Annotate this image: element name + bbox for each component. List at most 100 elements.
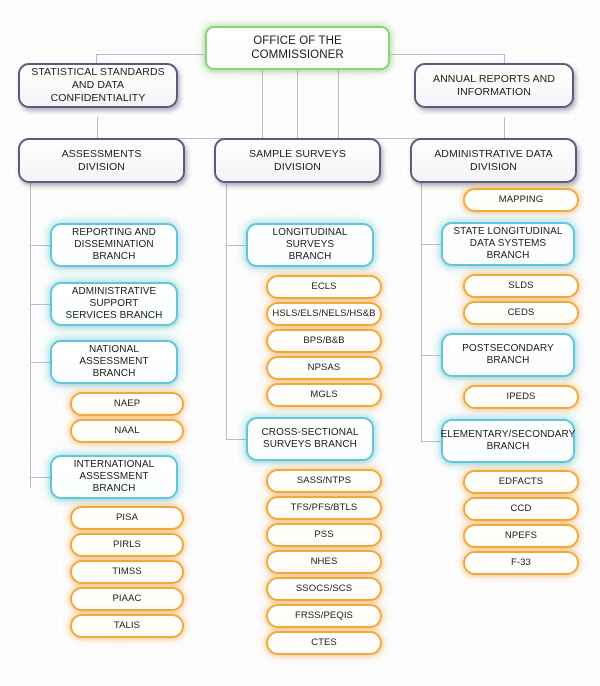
- node-talis[interactable]: TALIS: [70, 614, 184, 638]
- connector-stub-national-assessment: [30, 362, 50, 363]
- node-slds[interactable]: SLDS: [463, 274, 579, 298]
- node-label: CCD: [510, 503, 532, 515]
- node-npsas[interactable]: NPSAS: [266, 356, 382, 380]
- node-label: PIRLS: [113, 539, 141, 551]
- node-label-line2: BRANCH: [92, 368, 136, 380]
- node-npefs[interactable]: NPEFS: [463, 524, 579, 548]
- connector-staff-right-drop: [504, 54, 505, 66]
- node-label: ADMINISTRATIVE DATA DIVISION: [426, 148, 561, 174]
- node-label: INTERNATIONAL ASSESSMENT BRANCH: [52, 459, 176, 496]
- node-label: NAEP: [113, 398, 141, 410]
- node-postsecondary-branch[interactable]: POSTSECONDARY BRANCH: [441, 333, 575, 377]
- node-ipeds[interactable]: IPEDS: [463, 385, 579, 409]
- node-hsls-els-nels-hsb[interactable]: HSLS/ELS/NELS/HS&B: [266, 302, 382, 326]
- node-label-line1: STATISTICAL STANDARDS: [31, 66, 165, 79]
- node-label-line2: SERVICES BRANCH: [65, 310, 163, 322]
- node-label-line1: CROSS-SECTIONAL: [261, 426, 359, 438]
- node-label: PIAAC: [112, 593, 142, 605]
- node-statistical-standards-and-data-confidentiality[interactable]: STATISTICAL STANDARDS AND DATA CONFIDENT…: [18, 63, 178, 108]
- node-label-line2: BRANCH: [288, 251, 332, 263]
- node-label-line2: DIVISION: [78, 160, 125, 173]
- node-national-assessment-branch[interactable]: NATIONAL ASSESSMENT BRANCH: [50, 340, 178, 384]
- node-label-line1: LONGITUDINAL SURVEYS: [272, 226, 348, 250]
- node-label: STATISTICAL STANDARDS AND DATA CONFIDENT…: [20, 66, 176, 104]
- node-label: ELEMENTARY/SECONDARY BRANCH: [433, 429, 584, 453]
- node-cross-sectional-surveys-branch[interactable]: CROSS-SECTIONAL SURVEYS BRANCH: [246, 417, 374, 461]
- node-mapping[interactable]: MAPPING: [463, 188, 579, 212]
- node-tfs-pfs-btls[interactable]: TFS/PFS/BTLS: [266, 496, 382, 520]
- node-ssocs-scs[interactable]: SSOCS/SCS: [266, 577, 382, 601]
- node-label: SASS/NTPS: [296, 475, 352, 487]
- connector-stub-slds-branch: [421, 244, 441, 245]
- node-label-line1: NATIONAL ASSESSMENT: [79, 343, 149, 367]
- node-f-33[interactable]: F-33: [463, 551, 579, 575]
- node-label: SSOCS/SCS: [295, 583, 353, 595]
- node-label: NAAL: [114, 425, 140, 437]
- node-ccd[interactable]: CCD: [463, 497, 579, 521]
- node-annual-reports-and-information[interactable]: ANNUAL REPORTS AND INFORMATION: [414, 63, 574, 108]
- node-label: STATE LONGITUDINAL DATA SYSTEMS BRANCH: [443, 226, 573, 263]
- node-label: OFFICE OF THE COMMISSIONER: [251, 34, 344, 61]
- node-label: HSLS/ELS/NELS/HS&B: [272, 308, 376, 320]
- node-pss[interactable]: PSS: [266, 523, 382, 547]
- node-nhes[interactable]: NHES: [266, 550, 382, 574]
- connector-stub-international-assessment: [30, 477, 50, 478]
- node-ctes[interactable]: CTES: [266, 631, 382, 655]
- node-reporting-and-dissemination-branch[interactable]: REPORTING AND DISSEMINATION BRANCH: [50, 223, 178, 267]
- connector-division-bus-left: [97, 138, 263, 139]
- node-label: IPEDS: [506, 391, 536, 403]
- node-label: MAPPING: [498, 194, 544, 206]
- node-label-line2: DISSEMINATION BRANCH: [74, 238, 154, 263]
- node-label: TIMSS: [112, 566, 142, 578]
- node-label: F-33: [511, 557, 531, 569]
- node-administrative-support-services-branch[interactable]: ADMINISTRATIVE SUPPORT SERVICES BRANCH: [50, 282, 178, 326]
- node-mgls[interactable]: MGLS: [266, 383, 382, 407]
- node-label: CTES: [311, 637, 337, 649]
- node-label: CROSS-SECTIONAL SURVEYS BRANCH: [253, 427, 366, 451]
- node-assessments-division[interactable]: ASSESSMENTS DIVISION: [18, 138, 185, 183]
- node-label: ECLS: [311, 281, 337, 293]
- connector-commissioner-drop-left: [262, 70, 263, 138]
- connector-division-left-drop: [97, 117, 98, 139]
- node-administrative-data-division[interactable]: ADMINISTRATIVE DATA DIVISION: [410, 138, 577, 183]
- node-naep[interactable]: NAEP: [70, 392, 184, 416]
- node-label-line2: INFORMATION: [457, 85, 531, 98]
- node-elementary-secondary-branch[interactable]: ELEMENTARY/SECONDARY BRANCH: [441, 419, 575, 463]
- node-edfacts[interactable]: EDFACTS: [463, 470, 579, 494]
- node-label-line1: REPORTING AND: [72, 226, 156, 238]
- node-label-line1: ASSESSMENTS: [61, 147, 142, 160]
- node-naal[interactable]: NAAL: [70, 419, 184, 443]
- node-pirls[interactable]: PIRLS: [70, 533, 184, 557]
- node-ecls[interactable]: ECLS: [266, 275, 382, 299]
- node-label-line1: ANNUAL REPORTS AND: [433, 72, 555, 85]
- node-state-longitudinal-data-systems-branch[interactable]: STATE LONGITUDINAL DATA SYSTEMS BRANCH: [441, 222, 575, 266]
- connector-stub-admin-support: [30, 304, 50, 305]
- node-label: FRSS/PEQIS: [294, 610, 353, 622]
- node-label: NHES: [310, 556, 338, 568]
- node-frss-peqis[interactable]: FRSS/PEQIS: [266, 604, 382, 628]
- connector-stub-elementary-secondary: [421, 441, 441, 442]
- connector-spine-sample-surveys: [226, 182, 227, 440]
- node-label: SAMPLE SURVEYS DIVISION: [241, 148, 354, 174]
- node-label-line1: POSTSECONDARY BRANCH: [462, 342, 554, 366]
- connector-commissioner-drop-center: [297, 70, 298, 138]
- node-label-line2: DIVISION: [274, 160, 321, 173]
- node-office-of-the-commissioner[interactable]: OFFICE OF THE COMMISSIONER: [205, 26, 390, 70]
- node-sample-surveys-division[interactable]: SAMPLE SURVEYS DIVISION: [214, 138, 381, 183]
- node-piaac[interactable]: PIAAC: [70, 587, 184, 611]
- node-label: MGLS: [310, 389, 338, 401]
- node-label-line2: ASSESSMENT BRANCH: [79, 470, 149, 495]
- node-label-line2: DATA SYSTEMS BRANCH: [469, 237, 547, 262]
- node-ceds[interactable]: CEDS: [463, 301, 579, 325]
- node-timss[interactable]: TIMSS: [70, 560, 184, 584]
- node-label: LONGITUDINAL SURVEYS BRANCH: [248, 227, 372, 264]
- connector-spine-assessments: [30, 182, 31, 488]
- node-label-line1: SAMPLE SURVEYS: [249, 147, 346, 160]
- node-pisa[interactable]: PISA: [70, 506, 184, 530]
- node-label: BPS/B&B: [303, 335, 345, 347]
- node-international-assessment-branch[interactable]: INTERNATIONAL ASSESSMENT BRANCH: [50, 455, 178, 499]
- node-label: PISA: [115, 512, 139, 524]
- node-longitudinal-surveys-branch[interactable]: LONGITUDINAL SURVEYS BRANCH: [246, 223, 374, 267]
- node-sass-ntps[interactable]: SASS/NTPS: [266, 469, 382, 493]
- node-bps-bb[interactable]: BPS/B&B: [266, 329, 382, 353]
